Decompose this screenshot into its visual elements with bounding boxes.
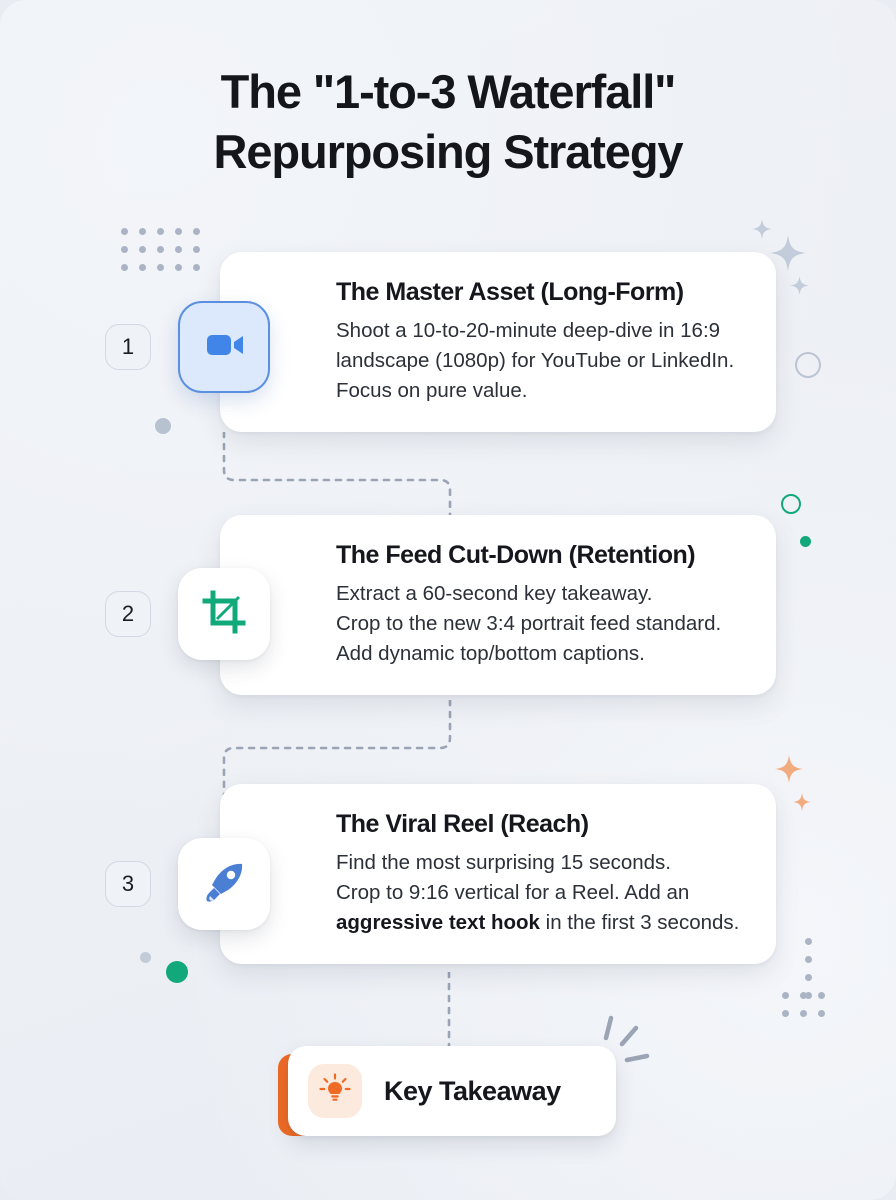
step-3-body-tail: in the first 3 seconds. [539,911,740,935]
step-1-number-badge: 1 [105,324,151,370]
step-3-body-emphasis: aggressive text hook [336,911,540,935]
step-1-body-line-1: Shoot a 10-to-20-minute deep-dive in 16:… [336,319,721,342]
decorative-dot-gray-left-upper [155,418,171,434]
step-2-number: 2 [121,601,135,626]
step-1-icon-tile[interactable] [178,301,270,393]
step-1-body: Shoot a 10-to-20-minute deep-dive in 16:… [336,316,746,406]
step-3-number: 3 [121,871,135,896]
step-1-body-line-2: landscape (1080p) for YouTube or LinkedI… [336,349,735,373]
step-2-title: The Feed Cut-Down (Retention) [336,541,696,569]
step-2-body-line-2: Crop to the new 3:4 portrait feed standa… [336,612,722,636]
decorative-dot-grid-bottom-right-column [805,938,812,999]
crop-icon [201,589,247,640]
page-title-line-1: The "1-to-3 Waterfall" [220,65,677,118]
decorative-dot-grid-top-left [121,228,200,271]
step-3-card[interactable]: The Viral Reel (Reach) Find the most sur… [220,784,776,965]
step-1-card[interactable]: The Master Asset (Long-Form) Shoot a 10-… [220,252,776,433]
connector-step-3-to-footer [447,972,451,1048]
step-3-body: Find the most surprising 15 seconds. Cro… [336,848,746,938]
decorative-dot-grid-bottom-right-block [782,992,825,1017]
step-1-title: The Master Asset (Long-Form) [336,278,684,306]
lightbulb-icon-container [308,1064,362,1118]
step-2-body-line-1: Extract a 60-second key takeaway. [336,582,653,605]
step-3-body-line-2: Crop to 9:16 vertical for a Reel. Add an [336,881,690,905]
decorative-sparkle-small-top [752,219,772,244]
page-title-line-2: Repurposing Strategy [213,125,684,179]
step-3-title: The Viral Reel (Reach) [336,810,589,838]
decorative-dot-gray-left-lower [140,952,151,963]
rocket-icon [201,859,247,910]
decorative-ring-green [781,494,801,514]
decorative-sparkle-small-peach [793,793,811,816]
step-2-body-line-3: Add dynamic top/bottom captions. [336,642,645,666]
page-title: The "1-to-3 Waterfall" Repurposing Strat… [0,62,896,182]
step-3-number-badge: 3 [105,861,151,907]
step-3-body-line-3: aggressive text hook in the first 3 seco… [336,908,746,938]
step-1-number: 1 [121,334,135,359]
step-2-body: Extract a 60-second key takeaway. Crop t… [336,579,746,669]
decorative-dot-green-small [800,536,811,547]
video-camera-icon [201,322,247,373]
step-1-body-line-3: Focus on pure value. [336,379,528,403]
decorative-sparkle-large-peach [775,755,803,788]
decorative-ring-gray [795,352,821,378]
step-2-icon-tile[interactable] [178,568,270,660]
decorative-sparkle-mid-top [790,276,809,300]
key-takeaway-card[interactable]: Key Takeaway [288,1046,616,1136]
decorative-dot-green-large [166,961,188,983]
step-2-card[interactable]: The Feed Cut-Down (Retention) Extract a … [220,515,776,696]
key-takeaway-label: Key Takeaway [384,1075,561,1106]
step-3-icon-tile[interactable] [178,838,270,930]
step-3-body-line-1: Find the most surprising 15 seconds. [336,851,671,874]
lightbulb-icon [319,1072,351,1110]
step-2-number-badge: 2 [105,591,151,637]
